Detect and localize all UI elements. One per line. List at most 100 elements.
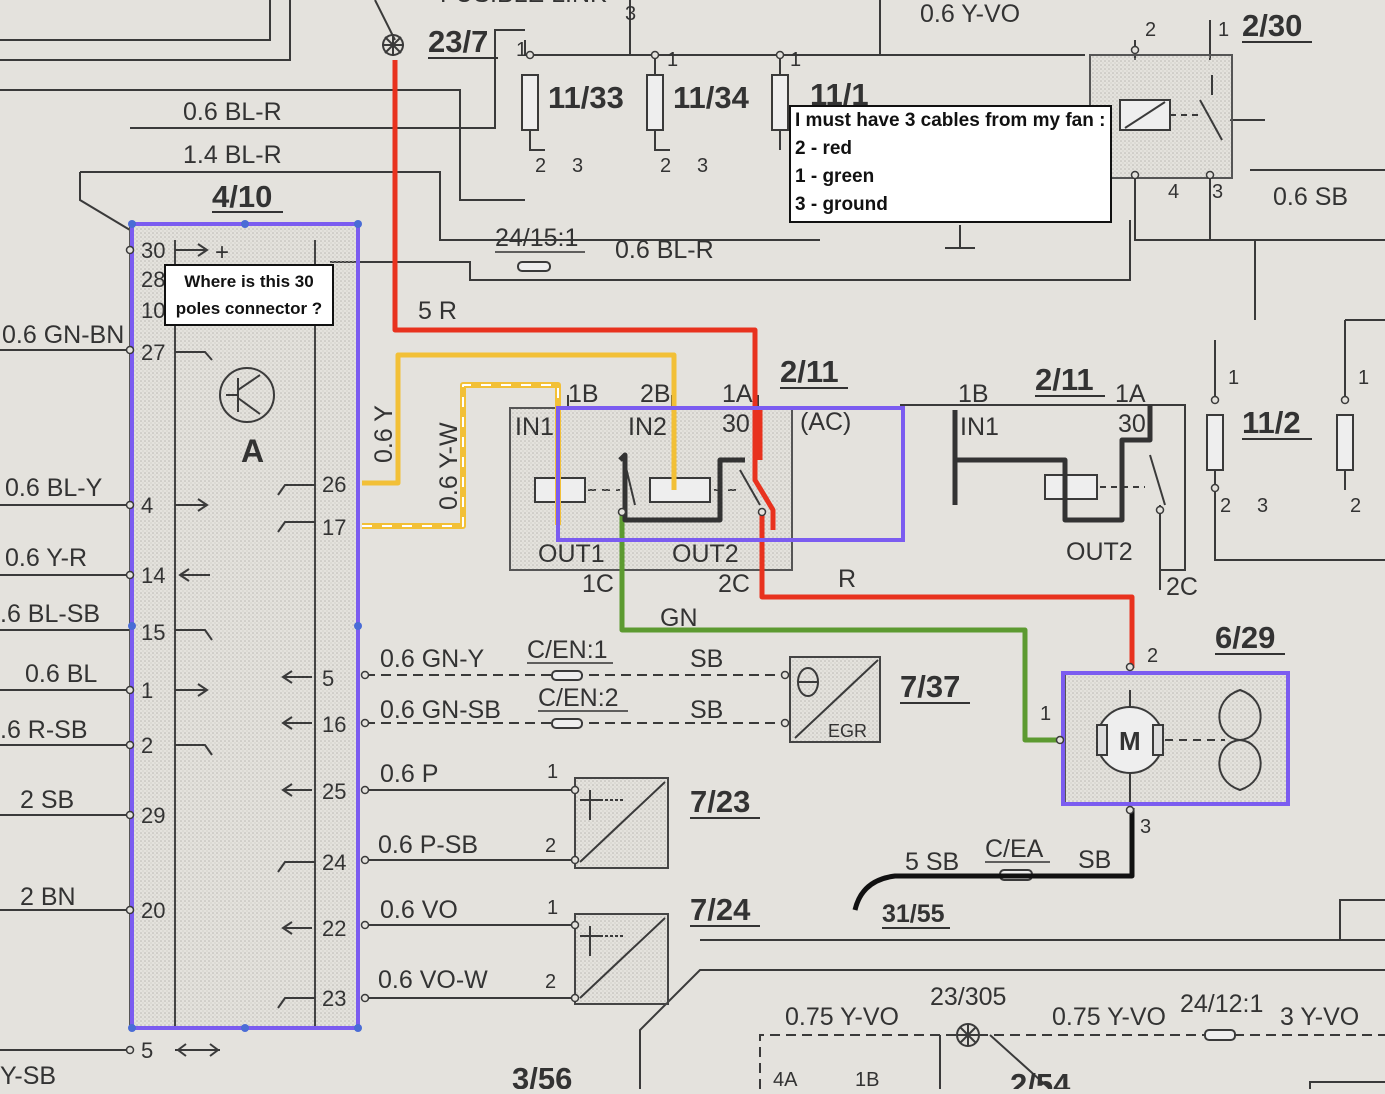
- wire-label: 1.4 BL-R: [183, 141, 282, 169]
- relay-right-in1: IN1: [960, 413, 999, 441]
- fuse-11-34-label: 11/34: [673, 80, 750, 115]
- wire-label: 0.75 Y-VO: [1052, 1003, 1166, 1031]
- ecu-symbol-label: A: [241, 433, 264, 469]
- ecu-pin: 1: [141, 678, 153, 703]
- relay-highlight[interactable]: [556, 406, 905, 542]
- relay-left-in2: IN2: [628, 413, 667, 441]
- fan-motor-ref: 6/29: [1215, 620, 1275, 655]
- connector-question-callout: Where is this 30 poles connector ?: [164, 264, 334, 326]
- fan-note-ground: 3 - ground: [795, 194, 888, 215]
- wire-label: 0.6 SB: [1273, 183, 1348, 211]
- relay-left-out1: OUT1: [538, 540, 605, 568]
- pin-label: 2B: [640, 380, 671, 408]
- ecu-pin: 29: [141, 803, 165, 828]
- pin-label: 30: [1118, 410, 1146, 438]
- pin-label: 1: [1358, 367, 1369, 389]
- relay-ac-tag: (AC): [800, 408, 851, 436]
- component-labels: 4/10 A 23/7 11/33 11/34 11/1 2/30 2/11 (…: [212, 0, 1312, 1094]
- wire-label: 0.75 Y-VO: [785, 1003, 899, 1031]
- pin-label: 1B: [568, 380, 599, 408]
- pin-label: 1C: [582, 570, 614, 598]
- ref-2-54-label: 2/54: [1010, 1067, 1071, 1089]
- fan-note-title: I must have 3 cables from my fan :: [795, 110, 1106, 131]
- connector-c-en-2-label: C/EN:2: [538, 684, 619, 712]
- wire-label: GN: [660, 604, 698, 632]
- pin-label: 2: [545, 835, 556, 857]
- fuse-11-33-label: 11/33: [548, 80, 624, 115]
- connector-c-en-1-label: C/EN:1: [527, 636, 608, 664]
- relay-left-out2: OUT2: [672, 540, 739, 568]
- relay-2-30-label: 2/30: [1242, 8, 1302, 43]
- coloured-wires: [362, 60, 1153, 911]
- fuse-11-2-label: 11/2: [1242, 405, 1301, 440]
- wire-label: 2 SB: [20, 786, 74, 814]
- connector-24-12-label: 24/12:1: [1180, 990, 1263, 1018]
- pin-label: 1A: [1115, 380, 1146, 408]
- pin-label: 1: [1228, 367, 1239, 389]
- connector-question-line-1: Where is this 30: [184, 272, 314, 291]
- fan-note-green: 1 - green: [795, 166, 875, 187]
- fuse-link-ref: 23/7: [428, 24, 488, 59]
- wire-label: 0.6 P: [380, 760, 438, 788]
- wire-label: 0.6 VO-W: [378, 966, 488, 994]
- wire-label: 0.6 GN-Y: [380, 645, 485, 673]
- ecu-pin: 4: [141, 493, 153, 518]
- pin-label: 2: [660, 155, 671, 177]
- wire-label: 0.6 BL-R: [615, 236, 714, 264]
- pin-label: 1: [547, 897, 558, 919]
- fuse-link-title: FUSIBLE LINK: [440, 0, 607, 8]
- wire-label: R: [838, 565, 856, 593]
- ecu-pin: 5: [141, 1038, 153, 1063]
- wire-label: 5 R: [418, 297, 457, 325]
- pin-label: 3: [1140, 816, 1151, 838]
- ecu-pin: 2: [141, 733, 153, 758]
- ecu-plus-sign: +: [215, 239, 229, 266]
- wire-label: .6 R-SB: [0, 716, 88, 744]
- wire-label: 0.6 Y: [370, 405, 398, 463]
- ecu-pin: 28: [141, 267, 165, 292]
- pin-label: 1: [547, 761, 558, 783]
- wire-label: 0.6 Y-W: [435, 422, 463, 510]
- wire-label: 0.6 Y-VO: [920, 0, 1020, 28]
- pin-label: 2: [1350, 495, 1361, 517]
- wire-label: 0.6 BL: [25, 660, 97, 688]
- wire-label: 2 BN: [20, 883, 76, 911]
- fan-note-red: 2 - red: [795, 138, 853, 159]
- egr-ref: 7/37: [900, 669, 960, 704]
- wire-label: SB: [690, 696, 723, 724]
- ecu-pin: 20: [141, 898, 165, 923]
- pin-label: 1: [667, 49, 678, 71]
- wire-label: 5 SB: [905, 848, 959, 876]
- pin-label: 1: [790, 49, 801, 71]
- sensor-7-24-ref: 7/24: [690, 892, 751, 927]
- connector-c-ea-label: C/EA: [985, 835, 1044, 863]
- ecu-pin: 14: [141, 563, 165, 588]
- pin-label: 2C: [718, 570, 750, 598]
- pin-label: 3: [625, 3, 636, 25]
- connector-24-15-label: 24/15:1: [495, 224, 578, 252]
- motor-symbol-label: M: [1119, 726, 1141, 756]
- wire-label: 0.6 Y-R: [5, 544, 87, 572]
- pin-label: 1B: [958, 380, 989, 408]
- wire-labels: 0.6 Y-VO 0.6 BL-R 1.4 BL-R 0.6 BL-R 5 R …: [0, 0, 1359, 1090]
- component-pin-labels: 1 1 1 2 3 2 3 3 2 1 4 3 1B 2B 1A 30 1C 2…: [516, 3, 1369, 1091]
- pin-label: 3: [1257, 495, 1268, 517]
- ecu-pin: 22: [322, 916, 346, 941]
- wire-label: 0.6 GN-SB: [380, 696, 501, 724]
- relay-2-11-right-label: 2/11: [1035, 362, 1094, 397]
- ecu-ref-label: 4/10: [212, 179, 272, 214]
- wire-label: 0.6 P-SB: [378, 831, 478, 859]
- fan-cables-callout: I must have 3 cables from my fan : 2 - r…: [789, 105, 1112, 223]
- relay-terminal-labels: IN1 IN2 OUT1 OUT2 IN1 OUT2: [515, 413, 1133, 568]
- ref-3-56-label: 3/56: [512, 1061, 572, 1089]
- pin-label: 3: [1212, 181, 1223, 203]
- ecu-pin: 10: [141, 298, 165, 323]
- wire-label: .6 BL-SB: [0, 600, 100, 628]
- pin-label: 30: [722, 410, 750, 438]
- ecu-pin: 16: [322, 712, 346, 737]
- wire-label: 0.6 BL-R: [183, 98, 282, 126]
- wire-label: 0.6 VO: [380, 896, 458, 924]
- relay-2-11-left-label: 2/11: [780, 354, 839, 389]
